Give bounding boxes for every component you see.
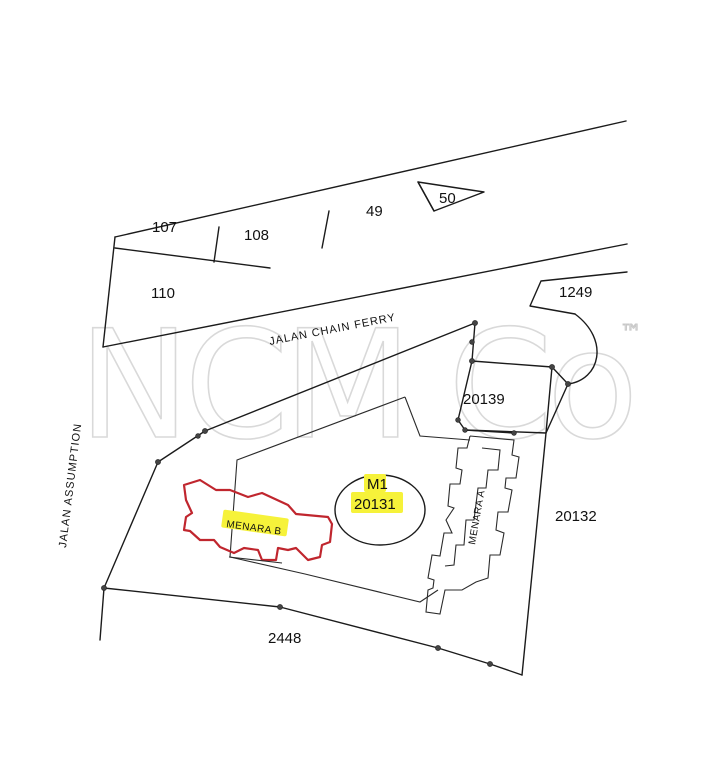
street-jalan-assumption: JALAN ASSUMPTION xyxy=(57,422,84,548)
subject-lot-code: M1 xyxy=(367,476,388,493)
menara-a-building xyxy=(425,435,520,615)
menara-b-outline xyxy=(182,478,334,562)
lot-20139-boundary xyxy=(457,360,569,434)
lot-110-label: 110 xyxy=(151,285,175,302)
lot-108-label: 108 xyxy=(244,227,269,244)
north-lot-lines xyxy=(102,120,628,348)
lot-49-label: 49 xyxy=(366,203,383,220)
lot-20139-label: 20139 xyxy=(463,391,505,408)
lot-50-label: 50 xyxy=(439,190,456,207)
subject-lot-number: 20131 xyxy=(354,496,396,513)
lot-1249-label: 1249 xyxy=(559,284,592,301)
watermark-trademark: ™ xyxy=(620,321,642,346)
development-outline xyxy=(229,396,471,603)
highlights xyxy=(221,474,403,537)
lot-2448-label: 2448 xyxy=(268,630,301,647)
lot-20132-label: 20132 xyxy=(555,508,597,525)
menara-b-building xyxy=(182,478,334,564)
watermark: NCM Co ™ xyxy=(77,298,642,474)
m1-number-highlight xyxy=(351,492,403,513)
survey-markers xyxy=(101,320,571,667)
lot-1249-boundary xyxy=(529,271,628,385)
menara-b-highlight xyxy=(221,509,289,537)
lot-labels: 107 108 49 50 110 1249 20139 20132 2448 … xyxy=(151,190,597,647)
menara-a-label: MENARA A xyxy=(467,489,487,545)
m1-highlight xyxy=(364,474,386,492)
watermark-text: NCM Co xyxy=(78,299,633,473)
lot-107-label: 107 xyxy=(152,219,177,236)
